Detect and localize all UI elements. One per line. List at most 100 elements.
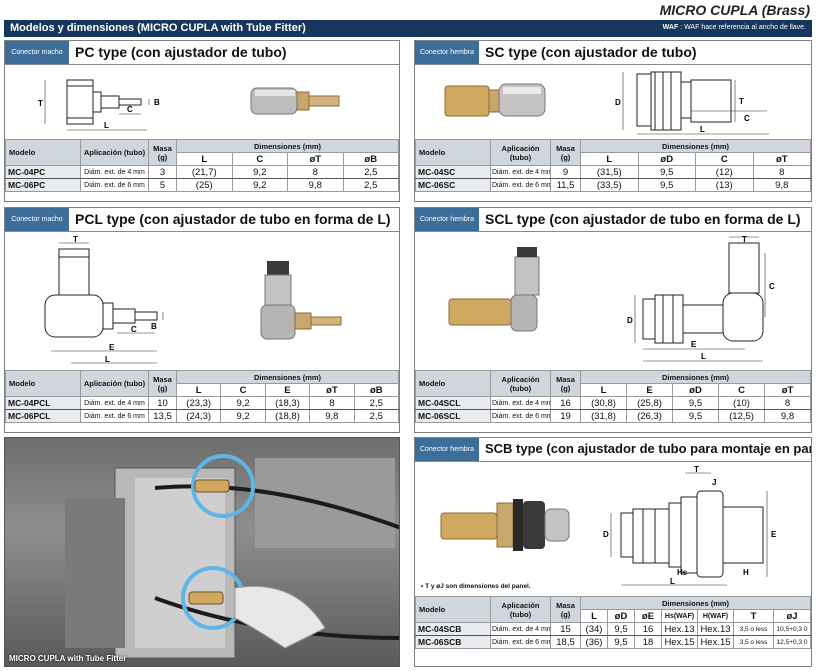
- dim-cell: (18,8): [264, 409, 311, 423]
- scl-dim-l: L: [701, 352, 706, 361]
- col-application: Aplicación (tubo): [490, 370, 551, 397]
- table-row: MC-04SC Diám. ext. de 4 mm 9 (31,5) 9,5 …: [415, 165, 811, 179]
- col-mass: Masa (g): [148, 139, 177, 166]
- pc-illustration: T C B L: [5, 66, 399, 147]
- dim-cell: 3,5 o less: [733, 622, 774, 636]
- col-model: Modelo: [415, 370, 491, 397]
- scb-drawing: T J D E Hs H L: [440, 465, 777, 586]
- pcl-dim-l: L: [105, 355, 110, 364]
- pc-dim-b: B: [154, 98, 160, 107]
- waf-note: WAF : WAF hace referencia al ancho de ll…: [662, 24, 806, 31]
- dim-cell: 9,2: [231, 165, 288, 179]
- sc-photo: [444, 83, 546, 117]
- dim-cell: 9,5: [607, 622, 635, 636]
- brand-title: MICRO CUPLA (Brass): [659, 2, 810, 18]
- col-dim: øT: [287, 152, 344, 166]
- table-row: MC-06PCL Diám. ext. de 6 mm 13,5 (24,3) …: [5, 409, 399, 423]
- pcl-dim-b: B: [151, 322, 157, 331]
- scb-illustration: T J D E Hs H L: [415, 463, 811, 598]
- table-row: MC-06PC Diám. ext. de 6 mm 5 (25) 9,2 9,…: [5, 178, 399, 192]
- pc-photo: [250, 87, 340, 115]
- col-mass: Masa (g): [550, 596, 581, 623]
- dim-cell: (23,3): [175, 396, 222, 410]
- photo-caption: MICRO CUPLA with Tube Fitter: [9, 654, 127, 663]
- col-mass: Masa (g): [148, 370, 177, 397]
- col-dim: C: [220, 383, 266, 397]
- col-dim: øD: [672, 383, 719, 397]
- scl-dim-e: E: [691, 340, 697, 349]
- col-mass: Masa (g): [550, 370, 581, 397]
- dim-cell: 8: [764, 396, 811, 410]
- model-cell: MC-06SC: [415, 178, 491, 192]
- panel-header: Conector macho PCL type (con ajustador d…: [5, 208, 399, 232]
- dim-cell: (36): [580, 635, 608, 649]
- dim-cell: Hex.13: [697, 622, 734, 636]
- col-dimensions: Dimensiones (mm): [176, 139, 399, 153]
- scl-dim-t: T: [742, 235, 747, 244]
- model-cell: MC-04SCL: [415, 396, 491, 410]
- table-row: MC-06SCL Diám. ext. de 6 mm 19 (31,8) (2…: [415, 409, 811, 423]
- dim-cell: 9,5: [607, 635, 635, 649]
- app-cell: Diám. ext. de 6 mm: [490, 635, 551, 649]
- dim-cell: 12,5+0,3 0: [773, 635, 811, 649]
- dim-cell: (13): [695, 178, 754, 192]
- scl-dim-c: C: [769, 282, 775, 291]
- panel-note: • T y øJ son dimensiones del panel.: [421, 583, 531, 590]
- scl-dim-d: D: [627, 316, 633, 325]
- dim-cell: 9,5: [637, 178, 696, 192]
- dim-cell: (12): [695, 165, 754, 179]
- table-row: MC-04PC Diám. ext. de 4 mm 3 (21,7) 9,2 …: [5, 165, 399, 179]
- dim-cell: (31,5): [580, 165, 639, 179]
- table-row: MC-04SCB Diám. ext. de 4 mm 15 (34) 9,5 …: [415, 622, 811, 636]
- pcl-panel: Conector macho PCL type (con ajustador d…: [4, 207, 400, 433]
- dim-cell: (18,3): [264, 396, 311, 410]
- panel-title: SCB type (con ajustador de tubo para mon…: [485, 441, 812, 456]
- dim-cell: (21,7): [176, 165, 233, 179]
- model-cell: MC-06PCL: [5, 409, 81, 423]
- scl-illustration: D T C E L: [415, 233, 811, 378]
- sc-dim-t: T: [739, 97, 744, 106]
- male-tag: Conector macho: [5, 41, 69, 64]
- app-cell: Diám. ext. de 4 mm: [80, 396, 149, 410]
- female-tag: Conector hembra: [415, 41, 479, 64]
- table-row: MC-06SCB Diám. ext. de 6 mm 18,5 (36) 9,…: [415, 635, 811, 649]
- dim-cell: 2,5: [342, 178, 399, 192]
- dim-cell: (26,3): [626, 409, 673, 423]
- sc-dim-c: C: [744, 114, 750, 123]
- app-cell: Diám. ext. de 4 mm: [490, 396, 551, 410]
- col-dim: øD: [637, 152, 696, 166]
- col-dim: C: [231, 152, 288, 166]
- sc-dim-d: D: [615, 98, 621, 107]
- scl-panel: Conector hembra SCL type (con ajustador …: [414, 207, 812, 433]
- scb-dim-l: L: [670, 577, 675, 586]
- sc-illustration: D T C L: [415, 66, 811, 143]
- table-row: MC-04PCL Diám. ext. de 4 mm 10 (23,3) 9,…: [5, 396, 399, 410]
- sc-dim-l: L: [700, 125, 705, 134]
- col-model: Modelo: [5, 370, 81, 397]
- model-cell: MC-04SC: [415, 165, 491, 179]
- dim-cell: (25): [176, 178, 233, 192]
- section-header: Modelos y dimensiones (MICRO CUPLA with …: [4, 20, 812, 37]
- dim-cell: Hex.13: [661, 622, 698, 636]
- col-dimensions: Dimensiones (mm): [580, 370, 811, 384]
- col-application: Aplicación (tubo): [80, 370, 149, 397]
- model-cell: MC-04PCL: [5, 396, 81, 410]
- dim-cell: 8: [287, 165, 344, 179]
- dim-cell: (10): [718, 396, 765, 410]
- pcl-dim-e: E: [109, 343, 115, 352]
- dim-cell: (31,8): [580, 409, 627, 423]
- dim-cell: 9,5: [672, 409, 719, 423]
- dim-cell: 9,8: [764, 409, 811, 423]
- pc-spec-table: Modelo Aplicación (tubo) Masa (g) Dimens…: [5, 139, 399, 192]
- col-dim: L: [175, 383, 222, 397]
- table-row: MC-06SC Diám. ext. de 6 mm 11,5 (33,5) 9…: [415, 178, 811, 192]
- dim-cell: 16: [634, 622, 662, 636]
- app-cell: Diám. ext. de 6 mm: [490, 178, 551, 192]
- panel-title: PCL type (con ajustador de tubo en forma…: [75, 211, 391, 227]
- scb-spec-table: Modelo Aplicación (tubo) Masa (g) Dimens…: [415, 596, 811, 649]
- sc-spec-table: Modelo Aplicación (tubo) Masa (g) Dimens…: [415, 139, 811, 192]
- col-dim: L: [176, 152, 233, 166]
- col-application: Aplicación (tubo): [490, 139, 551, 166]
- dim-cell: 2,5: [342, 165, 399, 179]
- panel-header: Conector hembra SC type (con ajustador d…: [415, 41, 811, 65]
